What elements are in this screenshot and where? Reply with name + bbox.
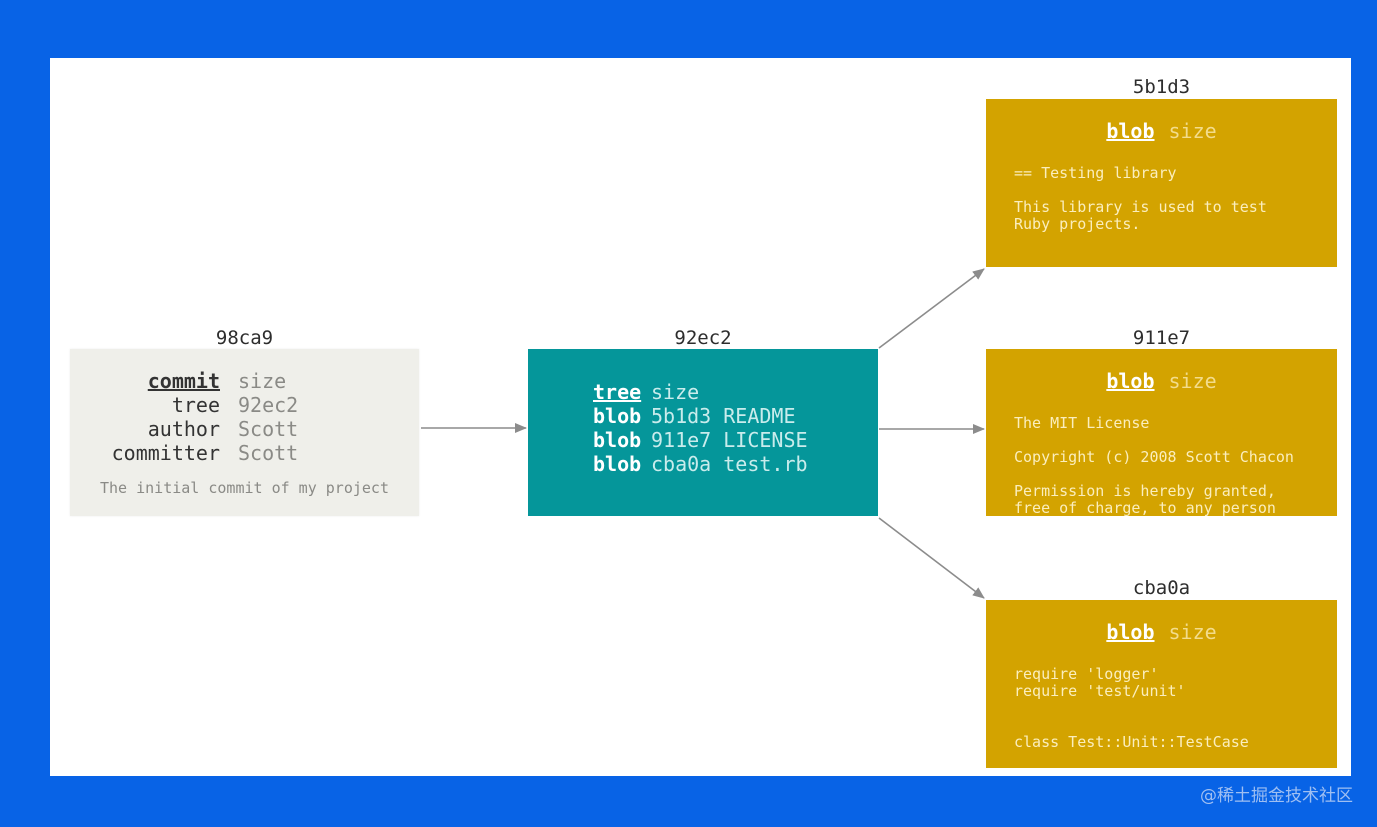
commit-message: The initial commit of my project [100,479,389,497]
blob-header: blob size [986,369,1337,393]
arrow-tree-to-blob-cba0a [878,517,985,599]
blob-header: blob size [986,620,1337,644]
blob-content-line: This library is used to test [1014,198,1267,216]
blob-hash-label: cba0a [1132,577,1191,599]
tree-row-entry: blob cba0a test.rb [593,452,808,476]
blob-object-box: blob size The MIT License Copyright (c) 2… [986,349,1337,516]
tree-row-header: tree size [593,380,808,404]
blob-content-line: The MIT License [1014,414,1150,432]
commit-object-box: commit size tree 92ec2 author Scott comm… [70,349,419,516]
blob-content-line: Ruby projects. [1014,215,1141,233]
commit-key: committer [111,441,220,465]
tree-value: 5b1d3 README [651,404,796,428]
tree-row-entry: blob 911e7 LICENSE [593,428,808,452]
blob-content-line: Copyright (c) 2008 Scott Chacon [1014,448,1294,466]
commit-value: Scott [238,441,299,465]
blob-content-line: class Test::Unit::TestCase [1014,733,1249,751]
commit-value: size [238,369,287,393]
tree-row-entry: blob 5b1d3 README [593,404,808,428]
blob-size: size [1168,620,1217,644]
tree-key: blob [593,404,642,428]
blob-size: size [1168,369,1217,393]
tree-value: size [651,380,700,404]
blob-object-box: blob size require 'logger' require 'test/… [986,600,1337,768]
tree-object-box: tree size blob 5b1d3 README blob 911e7 L… [528,349,878,516]
blob-keyword: blob [1106,369,1155,393]
tree-value: 911e7 LICENSE [651,428,808,452]
tree-hash-label: 92ec2 [674,327,732,349]
blob-content-line: require 'logger' [1014,665,1159,683]
commit-key: author [147,417,220,441]
tree-key: blob [593,452,642,476]
tree-key: tree [593,380,642,404]
commit-value: 92ec2 [238,393,299,417]
blob-content-line: free of charge, to any person [1014,499,1276,517]
blob-content-line: == Testing library [1014,164,1177,182]
commit-row-tree: tree 92ec2 [70,393,419,417]
tree-key: blob [593,428,642,452]
commit-hash-label: 98ca9 [215,327,274,349]
blob-keyword: blob [1106,620,1155,644]
blob-keyword: blob [1106,119,1155,143]
tree-entries: tree size blob 5b1d3 README blob 911e7 L… [593,380,808,476]
commit-row-committer: committer Scott [70,441,419,465]
blob-hash-label: 911e7 [1132,327,1191,349]
arrow-tree-to-blob-5b1d3 [878,268,985,349]
blob-object-box: blob size == Testing library This library… [986,99,1337,267]
commit-fields: commit size tree 92ec2 author Scott comm… [70,369,419,465]
commit-row-commit: commit size [70,369,419,393]
blob-content-line: require 'test/unit' [1014,682,1186,700]
commit-row-author: author Scott [70,417,419,441]
commit-key: tree [171,393,220,417]
blob-header: blob size [986,119,1337,143]
tree-value: cba0a test.rb [651,452,808,476]
diagram-canvas: 98ca9 commit size tree 92ec2 author Scot… [50,58,1351,776]
watermark: @稀土掘金技术社区 [1200,786,1353,806]
blob-size: size [1168,119,1217,143]
commit-value: Scott [238,417,299,441]
blob-content-line: Permission is hereby granted, [1014,482,1276,500]
commit-key: commit [147,369,220,393]
blob-hash-label: 5b1d3 [1132,76,1191,98]
